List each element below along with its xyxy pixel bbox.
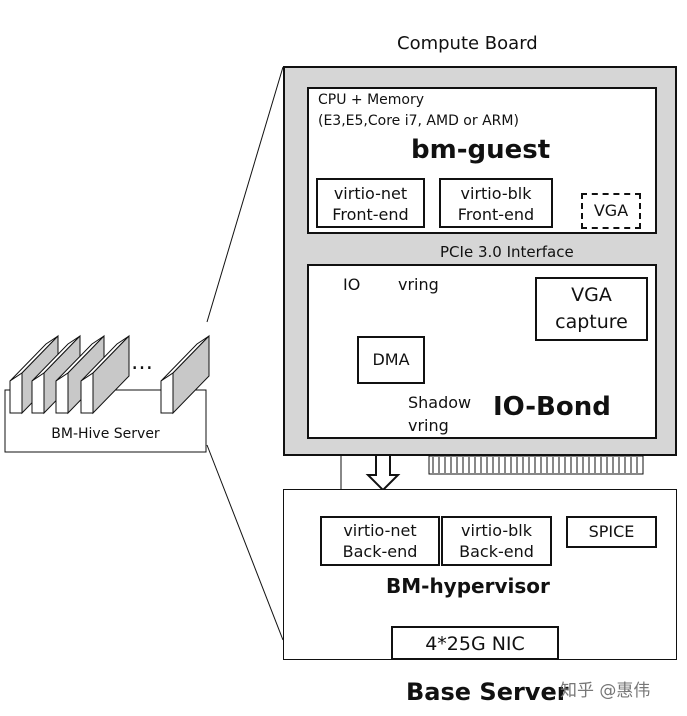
cpu-memory-label: CPU + Memory bbox=[318, 92, 425, 108]
virtio-net-back-line2: Back-end bbox=[342, 542, 418, 561]
bm-guest-title: bm-guest bbox=[411, 135, 551, 165]
base-server-title: Base Server bbox=[406, 678, 569, 706]
pcie-interface-text: PCIe 3.0 Interface bbox=[440, 243, 574, 261]
virtio-net-front-end: virtio-net Front-end bbox=[316, 178, 425, 228]
vga-box: VGA bbox=[581, 193, 641, 229]
vring-label: vring bbox=[398, 275, 439, 294]
vga-capture-box: VGA capture bbox=[535, 277, 648, 341]
vga-capture-line2: capture bbox=[555, 311, 628, 333]
virtio-blk-front-line2: Front-end bbox=[457, 205, 535, 224]
io-label: IO bbox=[343, 275, 361, 294]
virtio-net-front-line1: virtio-net bbox=[333, 184, 408, 203]
virtio-blk-front-end: virtio-blk Front-end bbox=[439, 178, 553, 228]
bm-hypervisor-title: BM-hypervisor bbox=[386, 574, 550, 598]
zoom-line-top bbox=[206, 66, 284, 323]
virtio-net-back-end: virtio-net Back-end bbox=[320, 516, 440, 566]
dma-box: DMA bbox=[357, 336, 425, 384]
watermark: 知乎 @惠伟 bbox=[560, 681, 651, 701]
cpu-types-label: (E3,E5,Core i7, AMD or ARM) bbox=[318, 113, 519, 129]
shadow-vring-label: Shadow vring bbox=[408, 391, 471, 437]
pcie-connector-pins bbox=[428, 455, 644, 475]
compute-board-title: Compute Board bbox=[397, 33, 538, 54]
spice-box: SPICE bbox=[566, 516, 657, 548]
virtio-blk-front-line1: virtio-blk bbox=[460, 184, 532, 203]
bm-hive-ellipsis: … bbox=[131, 350, 153, 375]
zoom-line-bottom bbox=[206, 444, 284, 641]
nic-box: 4*25G NIC bbox=[391, 626, 559, 660]
virtio-blk-back-line2: Back-end bbox=[459, 542, 534, 561]
io-bond-title: IO-Bond bbox=[493, 392, 611, 422]
virtio-blk-back-line1: virtio-blk bbox=[461, 521, 532, 540]
shadow-vring-line1: Shadow bbox=[408, 393, 472, 412]
pcie-interface-label: PCIe 3.0 Interface bbox=[440, 243, 574, 261]
virtio-net-back-line1: virtio-net bbox=[343, 521, 417, 540]
virtio-blk-back-end: virtio-blk Back-end bbox=[441, 516, 552, 566]
virtio-net-front-line2: Front-end bbox=[332, 205, 409, 224]
vga-capture-line1: VGA bbox=[571, 284, 612, 306]
shadow-vring-line2: vring bbox=[408, 416, 449, 435]
bm-hive-server-label: BM-Hive Server bbox=[51, 426, 160, 442]
